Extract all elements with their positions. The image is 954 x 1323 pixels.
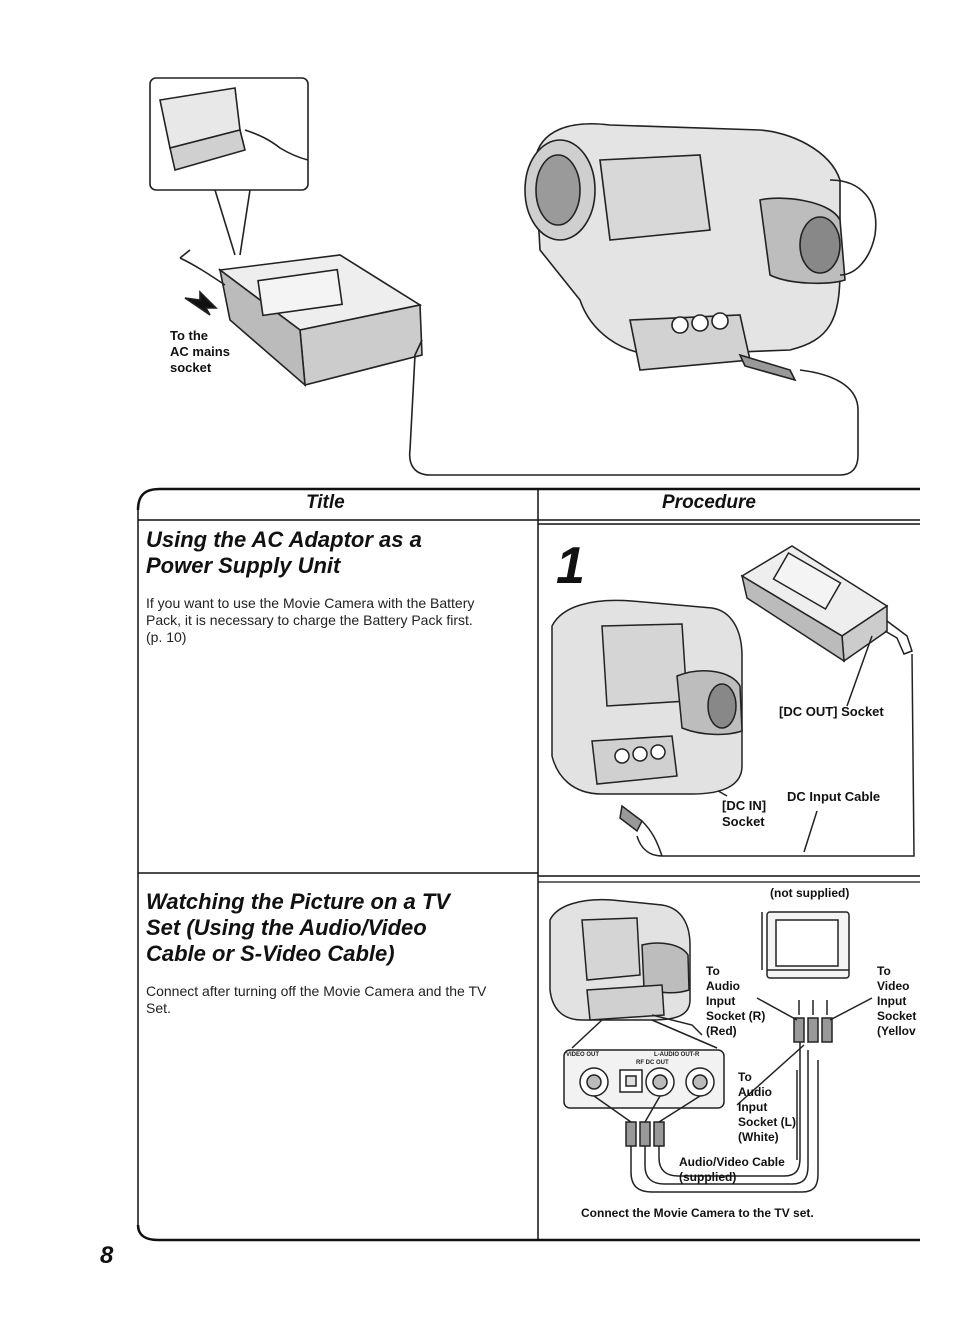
title-line: Power Supply Unit <box>146 553 341 578</box>
label-line: To <box>738 1070 752 1084</box>
label-line: Socket <box>722 814 765 829</box>
body-line: Connect after turning off the Movie Came… <box>146 983 487 999</box>
label-line: Input <box>738 1100 768 1114</box>
ac-adaptor-connection-illustration <box>140 70 900 485</box>
section-body-ac-adaptor: If you want to use the Movie Camera with… <box>146 595 526 646</box>
ac-adaptor-drawing <box>149 77 877 476</box>
label-line: (Red) <box>706 1024 737 1038</box>
jack-label-video-out: VIDEO OUT <box>566 1052 600 1058</box>
audio-r-label: To Audio Input Socket (R) (Red) <box>706 964 765 1039</box>
tv-connection-caption: Connect the Movie Camera to the TV set. <box>581 1206 814 1220</box>
page-number: 8 <box>100 1242 114 1269</box>
column-header-procedure: Procedure <box>662 492 756 513</box>
title-line: Using the AC Adaptor as a <box>146 527 422 552</box>
label-line: Socket (R) <box>706 1009 766 1023</box>
dc-connection-illustration <box>542 536 918 858</box>
title-line: Cable or S-Video Cable) <box>146 941 395 966</box>
label-line: To <box>877 964 891 978</box>
dc-in-socket-label: [DC IN] Socket <box>722 798 766 830</box>
label-line: Video <box>877 979 910 993</box>
label-line: socket <box>170 360 212 375</box>
label-line: (White) <box>738 1130 779 1144</box>
label-line: [DC IN] <box>722 798 767 813</box>
not-supplied-label: (not supplied) <box>770 886 850 900</box>
audio-l-label: To Audio Input Socket (L) (White) <box>738 1070 796 1145</box>
body-line: Pack, it is necessary to charge the Batt… <box>146 612 473 628</box>
step-number: 1 <box>556 537 585 595</box>
tv-connection-illustration <box>542 890 918 1202</box>
tv-connection-drawing <box>549 898 873 1193</box>
label-line: Audio/Video Cable <box>679 1155 785 1169</box>
label-line: Input <box>877 994 907 1008</box>
section-title-ac-adaptor: Using the AC Adaptor as a Power Supply U… <box>146 527 526 579</box>
label-line: Audio <box>706 979 740 993</box>
dc-connection-drawing <box>551 545 915 857</box>
label-line: Audio <box>738 1085 772 1099</box>
body-line: If you want to use the Movie Camera with… <box>146 595 475 611</box>
title-line: Set (Using the Audio/Video <box>146 915 427 940</box>
av-cable-label: Audio/Video Cable (supplied) <box>679 1155 785 1185</box>
column-header-title: Title <box>306 492 345 513</box>
dc-out-socket-label: [DC OUT] Socket <box>779 704 884 719</box>
video-input-label: To Video Input Socket (Yellov <box>877 964 949 1039</box>
label-line: (Yellov <box>877 1024 916 1038</box>
jack-label-audio-out: L-AUDIO OUT-R <box>654 1052 700 1058</box>
jack-label-rf-dc-out: RF DC OUT <box>636 1060 669 1066</box>
section-title-tv: Watching the Picture on a TV Set (Using … <box>146 889 531 967</box>
ac-mains-socket-label: To the AC mains socket <box>170 328 230 376</box>
dc-input-cable-label: DC Input Cable <box>787 789 881 804</box>
body-line: Set. <box>146 1000 171 1016</box>
title-line: Watching the Picture on a TV <box>146 889 450 914</box>
body-line: (p. 10) <box>146 629 187 645</box>
label-line: Socket (L) <box>738 1115 797 1129</box>
label-line: To <box>706 964 720 978</box>
label-line: AC mains <box>170 344 230 359</box>
label-line: Socket <box>877 1009 917 1023</box>
label-line: To the <box>170 328 209 343</box>
label-line: (supplied) <box>679 1170 737 1184</box>
section-body-tv: Connect after turning off the Movie Came… <box>146 983 526 1017</box>
label-line: Input <box>706 994 736 1008</box>
